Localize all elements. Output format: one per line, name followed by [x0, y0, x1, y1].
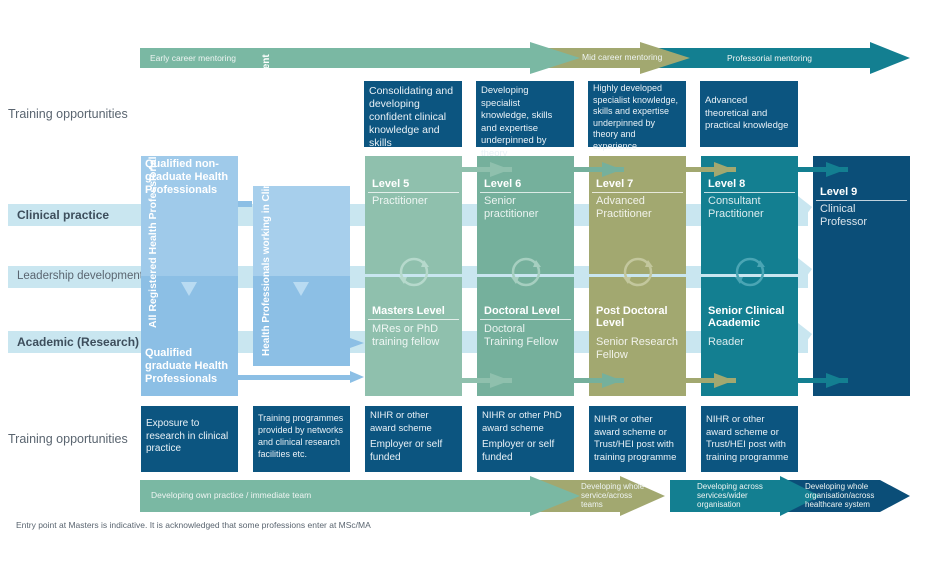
arrow-own-practice [140, 476, 580, 516]
post-doctoral-level-role: Senior Research Fellow [596, 336, 678, 361]
whole-organisation-label: Developing whole organisation/across hea… [805, 482, 875, 509]
row-label-academic-research: Academic (Research) [17, 335, 140, 349]
progression-arrows [462, 162, 848, 388]
entry-column-research-environment: Health Professionals working in Clinical… [253, 54, 350, 366]
progression-arrows-bottom [462, 373, 848, 388]
row-label-training-bottom: Training opportunities [8, 432, 128, 446]
funding-line: NIHR or other award scheme [370, 410, 432, 434]
level-5-role: Practitioner [372, 195, 428, 207]
leadership-line [365, 274, 798, 277]
level-6-title: Level 6 [480, 178, 571, 193]
cycle-icon [623, 257, 653, 287]
senior-clinical-academic-role: Reader [708, 336, 745, 348]
level-7-title: Level 7 [592, 178, 683, 193]
masters-level-title: Masters Level [368, 305, 459, 320]
entry-connector-arrows [238, 338, 364, 383]
entry-column-registered: Qualified non-graduate Health Profession… [141, 150, 238, 396]
level-9-title: Level 9 [816, 186, 907, 201]
row-label-clinical-practice: Clinical practice [17, 208, 110, 222]
bottom-training-box-level-7: NIHR or other award scheme or Trust/HEI … [589, 406, 686, 472]
across-services-label: Developing across services/wider organis… [697, 482, 763, 509]
arrow-across-services [670, 476, 820, 516]
bottom-training-box-level-5: NIHR or other award scheme Employer or s… [365, 406, 462, 472]
level-5-title: Level 5 [368, 178, 459, 193]
level-7-role: Advanced Practitioner [596, 195, 652, 220]
doctoral-level-role: Doctoral Training Fellow [484, 323, 559, 348]
progression-arrows-top [462, 162, 848, 177]
post-doctoral-level-title: Post Doctoral Level [596, 305, 668, 329]
level-9-column: Level 9 Clinical Professor [813, 156, 910, 396]
funding-line: Employer or self funded [370, 439, 443, 463]
level-8-role: Consultant Practitioner [708, 195, 764, 220]
bottom-training-box-level-6: NIHR or other PhD award scheme Employer … [477, 406, 574, 472]
doctoral-level-title: Doctoral Level [480, 305, 571, 320]
bottom-training-box-registered: Exposure to research in clinical practic… [141, 406, 238, 472]
bottom-training-box-research-env: Training programmes provided by networks… [253, 406, 350, 472]
cycle-icon [399, 257, 429, 287]
bottom-training-box-level-8: NIHR or other award scheme or Trust/HEI … [701, 406, 798, 472]
development-arrows [140, 476, 910, 516]
all-registered-label: All Registered Health Professionals [147, 150, 159, 328]
whole-service-label: Developing whole service/across teams [581, 482, 645, 509]
cycle-icon [735, 257, 765, 287]
level-9-role: Clinical Professor [820, 203, 868, 228]
footnote: Entry point at Masters is indicative. It… [16, 520, 371, 530]
level-6-role: Senior practitioner [484, 195, 539, 220]
row-label-training-top: Training opportunities [8, 107, 128, 121]
training-box-level-6: Developing specialist knowledge, skills … [476, 81, 574, 159]
connector [238, 201, 252, 207]
non-graduate-label: Qualified non-graduate Health Profession… [145, 158, 229, 196]
own-practice-label: Developing own practice / immediate team [151, 490, 312, 500]
training-box-level-7: Highly developed specialist knowledge, s… [588, 81, 686, 151]
arrow-whole-service [540, 476, 665, 516]
professorial-mentoring-label: Professorial mentoring [727, 53, 813, 63]
down-arrow-icon [293, 282, 309, 296]
training-box-level-5: Consolidating and developing confident c… [364, 81, 462, 149]
cycle-icon [511, 257, 541, 287]
arrow-early-career-mentoring [140, 42, 580, 74]
senior-clinical-academic-title: Senior Clinical Academic [708, 305, 785, 329]
arrow-whole-organisation [780, 480, 910, 512]
research-environment-label: Health Professionals working in Clinical… [261, 54, 272, 356]
funding-line: NIHR or other PhD award scheme [482, 410, 562, 434]
arrow-mid-career-mentoring [540, 42, 690, 74]
level-8-title: Level 8 [704, 178, 795, 193]
training-box-level-8: Advanced theoretical and practical knowl… [700, 81, 798, 147]
down-arrow-icon [181, 282, 197, 296]
band-arrow-tips [798, 196, 812, 353]
mentoring-arrows [140, 42, 910, 74]
funding-line: Employer or self funded [482, 439, 555, 463]
graduate-label: Qualified graduate Health Professionals [145, 347, 229, 385]
masters-level-role: MRes or PhD training fellow [372, 323, 440, 348]
row-label-leadership-development: Leadership development [17, 270, 143, 282]
early-career-mentoring-label: Early career mentoring [150, 53, 236, 63]
arrow-professorial-mentoring [640, 42, 910, 74]
mid-career-mentoring-label: Mid career mentoring [582, 52, 663, 62]
